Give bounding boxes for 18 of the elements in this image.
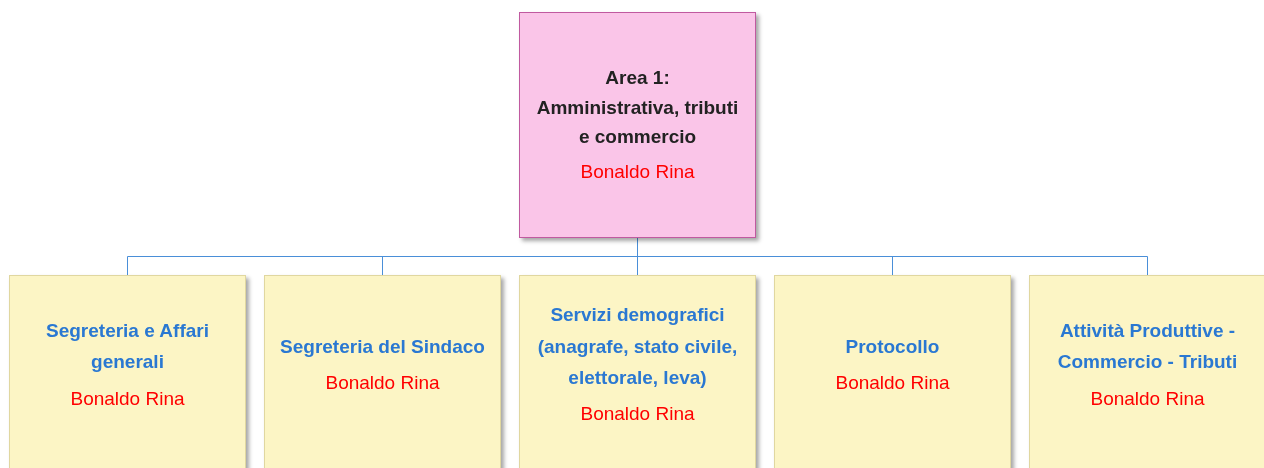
org-box (774, 275, 1011, 468)
unit-title: Segreteria del Sindaco (280, 334, 485, 359)
person-name: Bonaldo Rina (325, 370, 440, 395)
unit-title: Area 1: Amministrativa, tributi e commercio (535, 66, 740, 149)
org-box (9, 275, 246, 468)
org-box (1029, 275, 1264, 468)
person-name: Bonaldo Rina (580, 402, 695, 427)
org-box (519, 275, 756, 468)
unit-title: Attività Produttive - Commercio - Tributi (1056, 318, 1239, 375)
person-name: Bonaldo Rina (835, 370, 950, 395)
person-name: Bonaldo Rina (580, 160, 695, 185)
person-name: Bonaldo Rina (70, 386, 185, 411)
org-box (519, 12, 756, 238)
person-name: Bonaldo Rina (1090, 386, 1205, 411)
unit-title: Protocollo (845, 334, 940, 359)
unit-title: Servizi demografici (anagrafe, stato civile, elettorale, leva) (536, 303, 739, 390)
org-box (264, 275, 501, 468)
unit-title: Segreteria e Affari generali (45, 318, 210, 375)
